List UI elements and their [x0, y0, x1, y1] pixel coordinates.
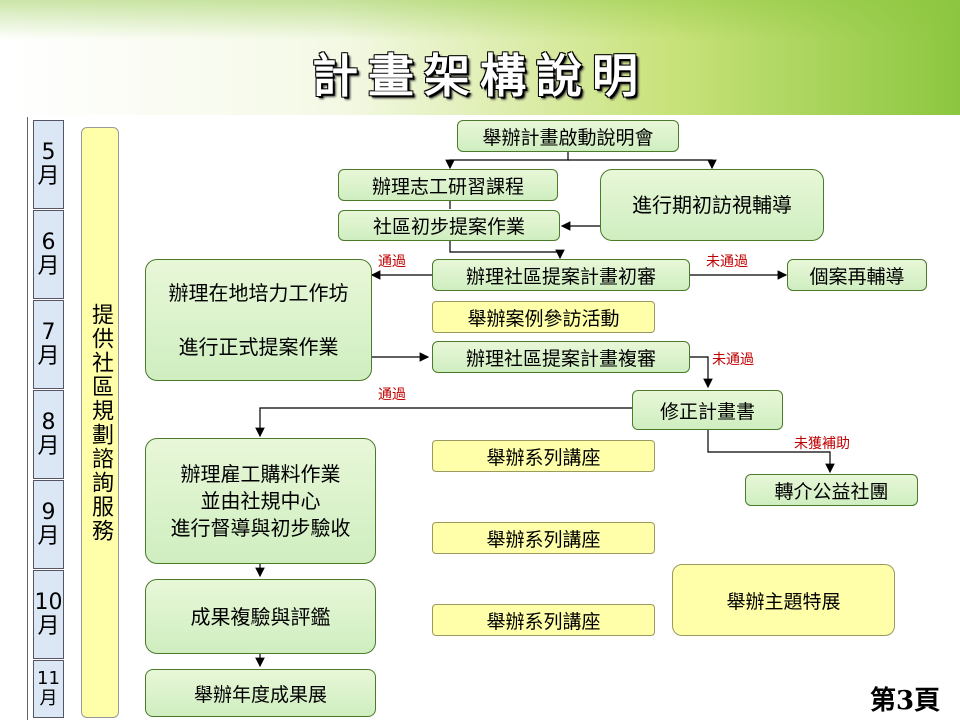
label-fail-1: 未通過 — [706, 254, 748, 270]
consulting-service-box: 提供社區規劃諮詢服務 — [81, 127, 119, 718]
exhibition-box: 舉辦主題特展 — [672, 564, 895, 636]
page-number: 第3頁 — [870, 686, 941, 716]
lecture-box-2: 舉辦系列講座 — [432, 522, 655, 554]
consulting-service-label: 提供社區規劃諮詢服務 — [88, 302, 113, 543]
evaluation-box: 成果複驗與評鑑 — [145, 579, 376, 654]
label-no-subsidy: 未獲補助 — [794, 436, 850, 452]
purchase-line-1: 辦理雇工購料作業 — [180, 461, 341, 486]
purchase-line-3: 進行督導與初步驗收 — [170, 515, 351, 540]
first-review-box: 辦理社區提案計畫初審 — [432, 259, 690, 291]
lecture-box-3: 舉辦系列講座 — [432, 604, 655, 636]
case-counsel-box: 個案再輔導 — [787, 259, 927, 291]
label-pass-2: 通過 — [378, 387, 406, 403]
header-banner — [0, 0, 960, 115]
purchase-line-2: 並由社規中心 — [200, 488, 321, 513]
launch-meeting-box: 舉辦計畫啟動說明會 — [457, 120, 679, 152]
workshop-box: 辦理在地培力工作坊 進行正式提案作業 — [145, 259, 372, 381]
label-fail-2: 未通過 — [712, 352, 754, 368]
referral-box: 轉介公益社團 — [745, 474, 918, 506]
workshop-line-2: 進行正式提案作業 — [178, 335, 339, 359]
volunteer-course-box: 辦理志工研習課程 — [338, 169, 558, 201]
revise-plan-box: 修正計畫書 — [632, 390, 783, 430]
page-title: 計畫架構說明 — [312, 49, 648, 103]
second-review-box: 辦理社區提案計畫複審 — [432, 341, 690, 373]
workshop-line-1: 辦理在地培力工作坊 — [168, 281, 349, 305]
case-visit-box: 舉辦案例參訪活動 — [432, 301, 655, 333]
annual-exhibition-box: 舉辦年度成果展 — [145, 669, 376, 717]
content-frame — [27, 117, 960, 720]
header-shade — [0, 0, 960, 40]
initial-visit-box: 進行期初訪視輔導 — [600, 169, 824, 241]
initial-proposal-box: 社區初步提案作業 — [338, 210, 560, 241]
label-pass-1: 通過 — [378, 254, 406, 270]
purchase-box: 辦理雇工購料作業 並由社規中心 進行督導與初步驗收 — [145, 438, 376, 564]
lecture-box-1: 舉辦系列講座 — [432, 440, 655, 472]
